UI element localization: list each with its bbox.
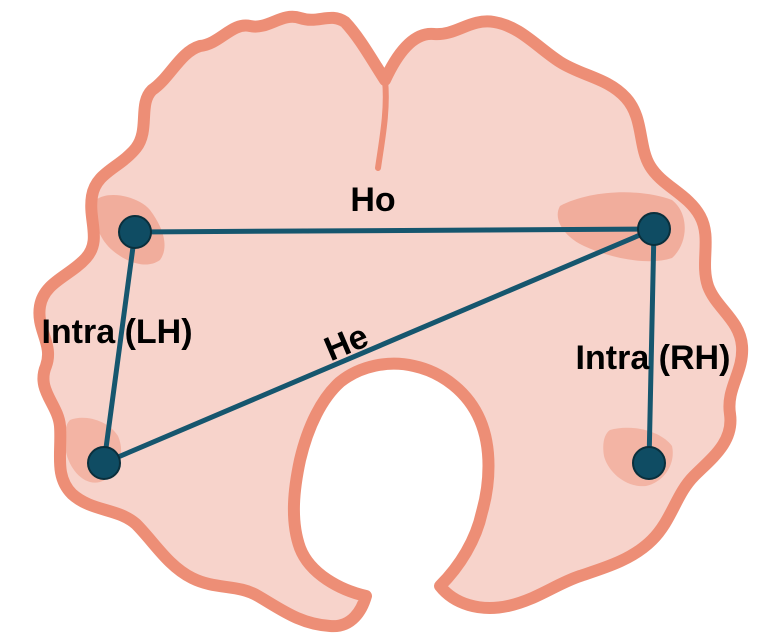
node-left-upper (119, 216, 151, 248)
connection-line-ho (135, 229, 654, 232)
label-intra-rh: Intra (RH) (576, 339, 731, 377)
label-intra-lh: Intra (LH) (41, 313, 192, 351)
node-right-lower (633, 447, 665, 479)
label-ho: Ho (350, 181, 395, 219)
node-right-upper (638, 213, 670, 245)
node-left-lower (88, 447, 120, 479)
